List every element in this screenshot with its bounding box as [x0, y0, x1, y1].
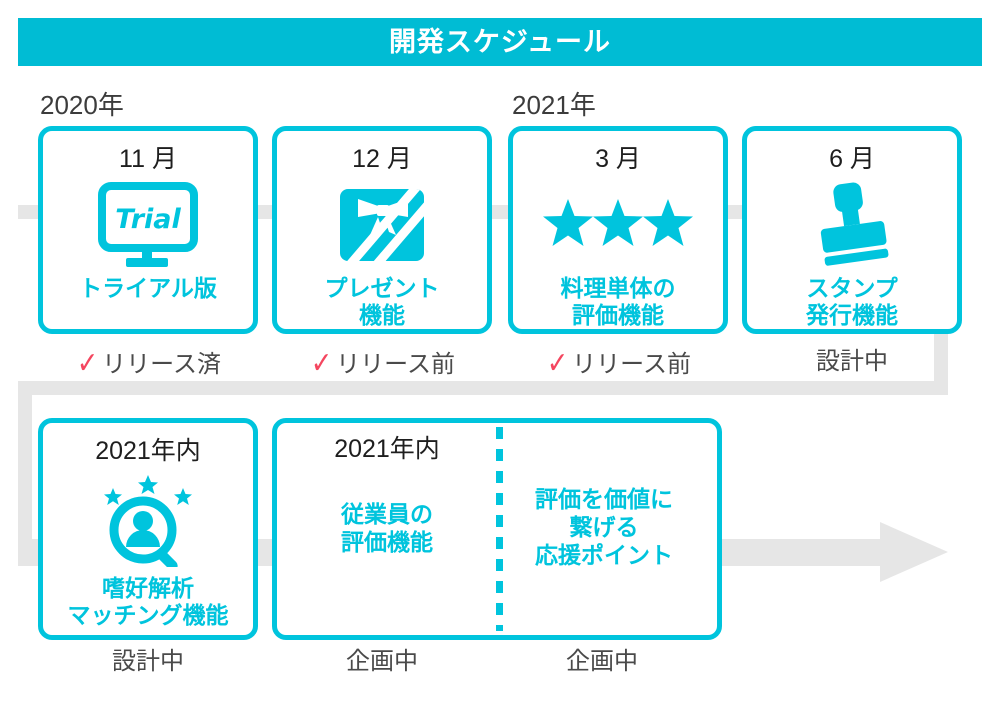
status-badge-matching: 設計中	[38, 650, 258, 674]
milestone-label: 嗜好解析 マッチング機能	[67, 575, 229, 628]
status-badge-stamp: 設計中	[742, 350, 962, 374]
milestone-label-right: 評価を価値に 繋げる 応援ポイント	[535, 486, 673, 569]
milestone-month: 2021年内	[334, 435, 440, 463]
status-badge-employee-rating: 企画中	[272, 650, 492, 674]
milestone-card-rating[interactable]: 3 月 料理単体の 評価機能	[508, 126, 728, 334]
arrow-segment-return	[18, 381, 948, 395]
milestone-label: 従業員の 評価機能	[341, 501, 433, 555]
milestone-month: 12 月	[352, 145, 412, 173]
milestone-card-stamp[interactable]: 6 月 スタンプ 発行機能	[742, 126, 962, 334]
status-badge-rating: ✓ リリース前	[508, 347, 728, 380]
status-text: 設計中	[112, 648, 184, 675]
status-badge-present: ✓ リリース前	[272, 347, 492, 380]
milestone-label: プレゼント 機能	[324, 275, 440, 328]
milestone-card-matching[interactable]: 2021年内 嗜好解析 マッチング機能	[38, 418, 258, 640]
status-text: リリース済	[102, 351, 221, 378]
monitor-trial-icon: Trial	[43, 181, 253, 269]
milestone-month: 11 月	[119, 145, 177, 173]
milestone-month: 3 月	[595, 145, 641, 173]
year-label-2021: 2021年	[512, 90, 596, 120]
check-icon: ✓	[310, 347, 333, 380]
milestone-card-present[interactable]: 12 月 プレゼント 機能	[272, 126, 492, 334]
milestone-month: 6 月	[829, 145, 875, 173]
milestone-card-trial[interactable]: 11 月 Trial トライアル版	[38, 126, 258, 334]
milestone-label: スタンプ 発行機能	[806, 275, 898, 328]
three-stars-icon	[513, 181, 723, 269]
milestone-card-employee-rating[interactable]: 2021年内 従業員の 評価機能 評価を価値に 繋げる 応援ポイント	[272, 418, 722, 640]
card-dashed-divider	[496, 427, 503, 631]
svg-text:Trial: Trial	[115, 204, 181, 235]
milestone-label: 料理単体の 評価機能	[560, 275, 676, 328]
gift-card-icon	[277, 181, 487, 269]
status-text: 企画中	[566, 648, 638, 675]
status-text: 設計中	[816, 348, 888, 375]
status-text: リリース前	[336, 351, 455, 378]
milestone-month: 2021年内	[95, 437, 201, 465]
arrow-head	[880, 522, 948, 582]
rubber-stamp-icon	[747, 181, 957, 269]
status-badge-support-point: 企画中	[492, 650, 712, 674]
check-icon: ✓	[546, 347, 569, 380]
milestone-label: トライアル版	[79, 275, 217, 301]
page-title: 開発スケジュール	[388, 26, 612, 57]
status-text: リリース前	[572, 351, 691, 378]
person-magnifier-icon	[43, 475, 253, 567]
year-label-2020: 2020年	[40, 90, 124, 120]
arrow-segment-left-descent	[18, 381, 32, 566]
status-badge-trial: ✓ リリース済	[38, 347, 258, 380]
page-title-bar: 開発スケジュール	[18, 18, 982, 66]
check-icon: ✓	[76, 347, 99, 380]
status-text: 企画中	[346, 648, 418, 675]
